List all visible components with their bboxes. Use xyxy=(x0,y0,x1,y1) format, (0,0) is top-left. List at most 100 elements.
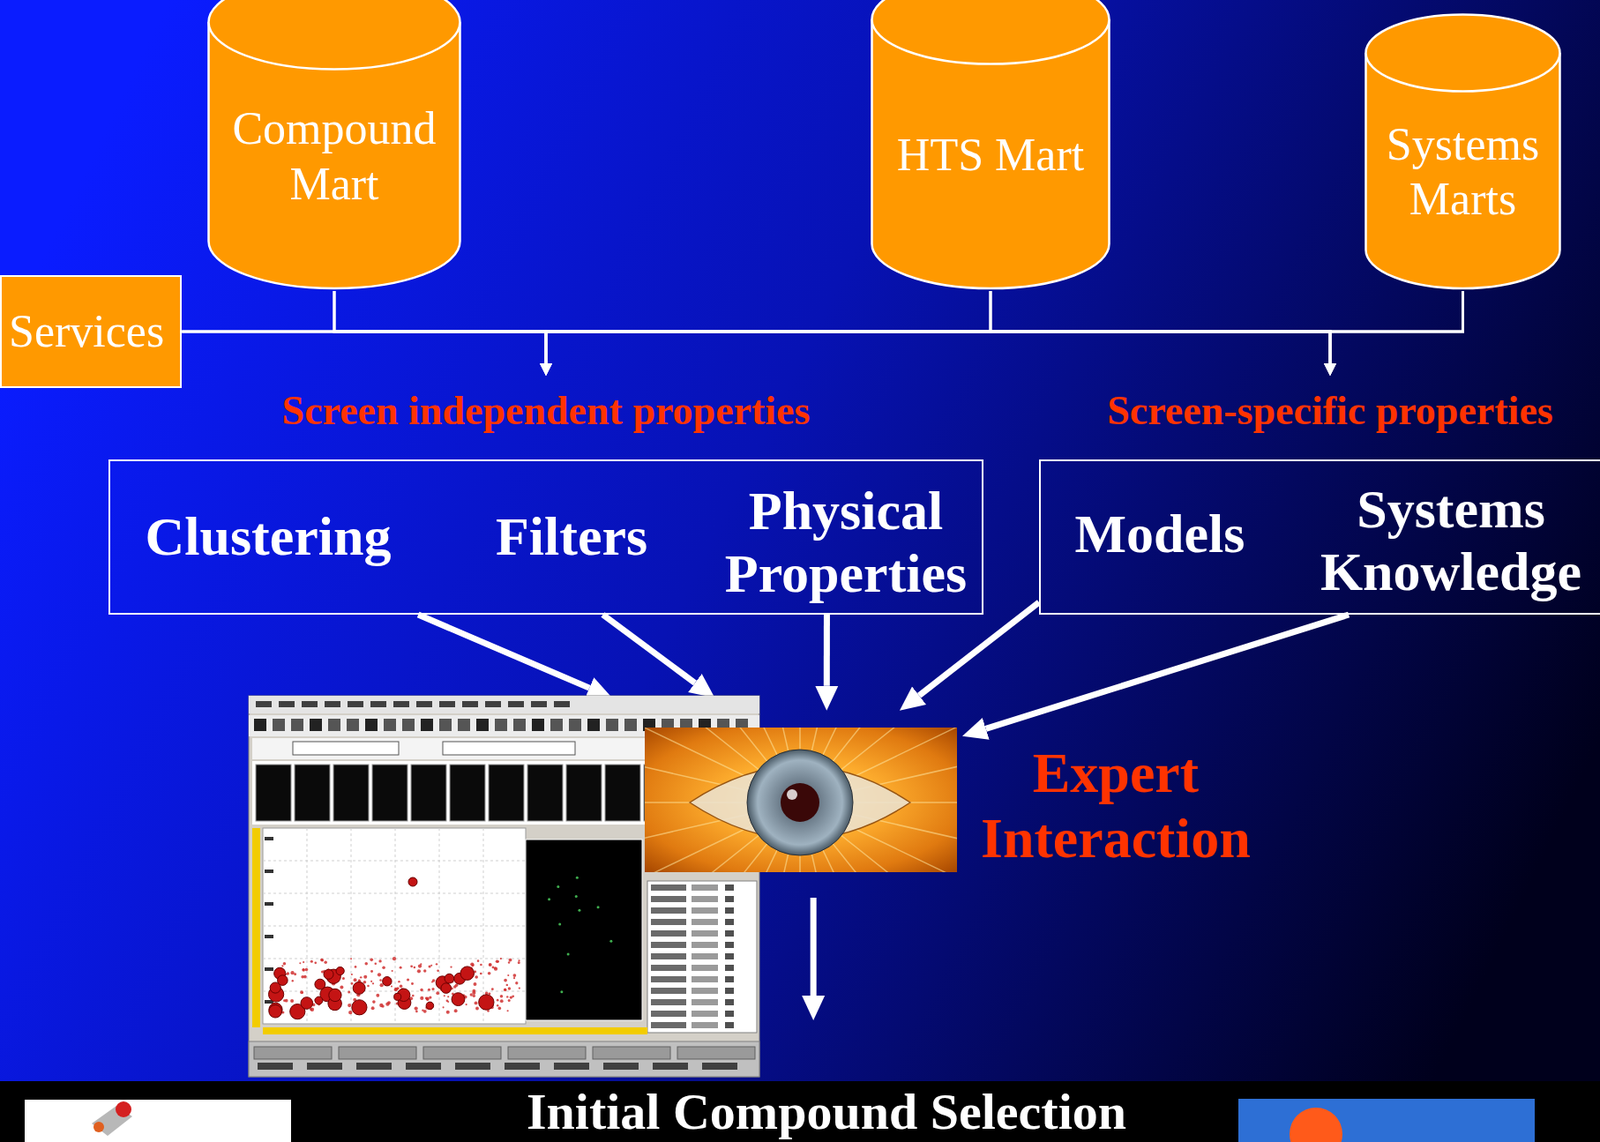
data-point xyxy=(417,969,421,973)
thumbnail xyxy=(372,764,408,822)
thumbnail xyxy=(294,764,330,822)
connector-arrow xyxy=(181,331,1331,364)
data-point xyxy=(471,991,476,995)
logo-panel xyxy=(24,1099,292,1142)
data-point xyxy=(475,1007,479,1011)
data-point xyxy=(299,962,301,965)
grid-line xyxy=(262,893,526,895)
data-point xyxy=(506,984,509,987)
plot-area xyxy=(262,828,526,1025)
data-point xyxy=(447,1001,449,1003)
status-item xyxy=(504,1062,540,1070)
connector-arrow xyxy=(823,614,830,687)
eye-highlight xyxy=(786,789,798,800)
data-point xyxy=(372,982,374,985)
data-point xyxy=(299,990,304,995)
tool-icon xyxy=(272,718,285,732)
image-spot xyxy=(567,952,570,956)
data-point xyxy=(454,1009,458,1013)
logo-panel xyxy=(1238,1099,1535,1142)
list-cell xyxy=(650,919,687,926)
status-item xyxy=(603,1062,639,1070)
task-button xyxy=(423,1046,501,1060)
logo-shape xyxy=(93,1121,105,1133)
data-point xyxy=(350,957,352,960)
data-point xyxy=(358,979,360,982)
data-point xyxy=(470,993,473,996)
thumbnail xyxy=(411,764,447,822)
list-cell xyxy=(691,907,718,914)
data-point xyxy=(394,993,402,1001)
property-item: Systems Knowledge xyxy=(1320,478,1582,605)
data-point xyxy=(503,988,507,992)
data-point xyxy=(474,1001,479,1005)
data-point xyxy=(369,958,374,963)
property-item: Clustering xyxy=(145,505,392,569)
list-cell xyxy=(691,930,718,937)
thumbnail xyxy=(333,764,369,822)
data-point xyxy=(491,987,494,991)
status-item xyxy=(356,1062,392,1070)
data-point xyxy=(314,996,323,1005)
axis-tick xyxy=(264,902,274,906)
data-point xyxy=(496,1004,499,1007)
image-panel xyxy=(525,839,643,1021)
data-point xyxy=(446,999,449,1002)
data-point xyxy=(507,1009,509,1012)
list-cell xyxy=(725,907,734,914)
data-point xyxy=(487,971,492,976)
menu-item xyxy=(508,701,524,708)
data-point xyxy=(500,994,504,999)
connector-arrow xyxy=(986,614,1349,729)
menu-item xyxy=(485,701,501,708)
data-point xyxy=(506,995,509,998)
combo-box xyxy=(442,741,576,756)
menu-item xyxy=(347,701,364,708)
data-point xyxy=(503,988,507,992)
connector-arrow xyxy=(334,291,546,364)
data-point xyxy=(290,999,294,1003)
data-point xyxy=(300,997,314,1010)
list-cell xyxy=(650,999,687,1006)
data-point xyxy=(479,972,483,976)
combo-box xyxy=(292,741,399,756)
list-cell xyxy=(725,930,734,937)
menu-item xyxy=(416,701,433,708)
data-point xyxy=(406,978,410,981)
data-point xyxy=(508,999,511,1002)
result-label: Initial Compound Selection xyxy=(52,1081,1600,1142)
list-cell xyxy=(650,964,687,972)
tool-icon xyxy=(494,718,508,732)
data-point xyxy=(352,981,366,995)
axis-tick xyxy=(264,869,274,874)
expert-label: Expert Interaction xyxy=(980,740,1251,871)
list-cell xyxy=(725,976,734,983)
data-point xyxy=(436,969,440,972)
thumbnail xyxy=(449,764,486,822)
grid-line xyxy=(483,828,485,1025)
menu-item xyxy=(553,701,570,708)
data-point xyxy=(453,985,457,988)
database-cylinder: Systems Marts xyxy=(1364,13,1562,292)
data-point xyxy=(511,995,515,999)
property-group-box: Screen-specific propertiesModelsSystems … xyxy=(1039,459,1600,615)
data-point xyxy=(381,1004,384,1008)
property-item: Filters xyxy=(495,505,648,569)
eye-iris xyxy=(747,749,853,856)
thumbnail xyxy=(488,764,524,822)
list-cell xyxy=(691,942,718,949)
tool-icon xyxy=(420,718,434,732)
property-label: Filters xyxy=(495,505,648,569)
data-point xyxy=(342,977,345,980)
image-spot xyxy=(558,922,561,926)
grid-line xyxy=(262,860,526,862)
data-point xyxy=(392,957,397,961)
data-point xyxy=(492,965,495,969)
tool-icon xyxy=(328,718,341,732)
data-point xyxy=(426,1001,434,1010)
image-spot xyxy=(597,905,600,909)
expert-review-node: Expert Interaction xyxy=(248,695,958,1077)
connector-arrow xyxy=(418,614,590,688)
list-cell xyxy=(650,942,687,949)
